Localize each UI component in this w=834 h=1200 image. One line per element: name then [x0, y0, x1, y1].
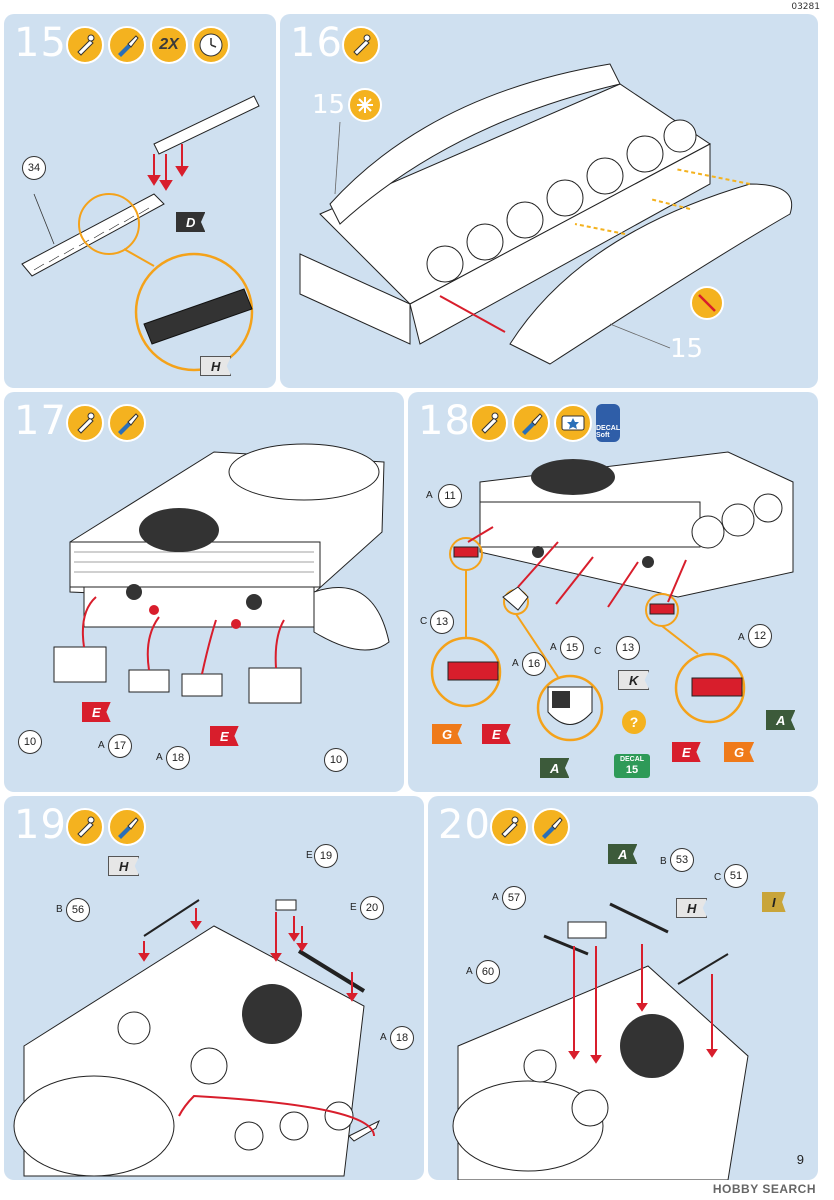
decal-tag-label: DECAL	[619, 756, 645, 763]
step-number: 15	[14, 20, 67, 66]
hull-rear-illustration	[53, 443, 390, 704]
part-callout-57: 57	[502, 886, 526, 910]
decal-tag-number: 15	[625, 764, 639, 776]
part-callout-34: 34	[22, 156, 46, 180]
part-callout-56: 56	[66, 898, 90, 922]
part-callout-18: 18	[166, 746, 190, 770]
part-callout-15: 15	[560, 636, 584, 660]
part-callout-60: 60	[476, 960, 500, 984]
step-number: 19	[14, 802, 67, 848]
watermark: HOBBY SEARCH	[712, 1182, 816, 1196]
no-glue-icon	[690, 286, 724, 320]
sprue-prefix: C	[594, 646, 602, 657]
sprue-prefix: A	[466, 966, 473, 977]
color-flag-g: G	[724, 742, 755, 762]
sprue-prefix: A	[156, 752, 163, 763]
step-16-panel: 16 15 15	[280, 14, 818, 388]
sprue-flag-h: H	[108, 856, 140, 876]
step-number: 20	[438, 802, 491, 848]
part-callout-18: 18	[390, 1026, 414, 1050]
sprue-flag-k: K	[618, 670, 650, 690]
step-15-panel: 15 2X 34 D H	[4, 14, 276, 388]
paint-brush-icon	[512, 404, 550, 442]
part-callout-20: 20	[360, 896, 384, 920]
color-flag-a: A	[766, 710, 796, 730]
part-callout-10: 10	[324, 748, 348, 772]
track-link-illustration	[21, 95, 260, 372]
paint-brush-icon	[532, 808, 570, 846]
color-flag-i: I	[762, 892, 786, 912]
sprue-prefix: A	[98, 740, 105, 751]
sprue-prefix: B	[660, 856, 667, 867]
clock-icon	[192, 26, 230, 64]
part-callout-12: 12	[748, 624, 772, 648]
part-callout-17: 17	[108, 734, 132, 758]
step-18-panel: 18 DECAL Soft A 11 C 13 A 16 A 15 C 13 A…	[408, 392, 818, 792]
sprue-prefix: C	[714, 872, 722, 883]
step-17-panel: 17 10 E A 17 A 18 E 10	[4, 392, 404, 792]
part-callout-13: 13	[430, 610, 454, 634]
step-number: 17	[14, 398, 67, 444]
part-callout-10: 10	[18, 730, 42, 754]
decal-number-tag: DECAL 15	[614, 754, 650, 778]
step-20-panel: 20 A B 53 C 51 I A 57 H A 60	[428, 796, 818, 1180]
sprue-prefix: C	[420, 616, 428, 627]
sprue-prefix: E	[350, 902, 357, 913]
sprue-prefix: B	[56, 904, 63, 915]
sprue-flag-d: D	[176, 212, 206, 232]
sprue-prefix: E	[306, 850, 313, 861]
glue-icon	[66, 808, 104, 846]
step-reference-label: 15	[312, 90, 346, 120]
color-flag-e: E	[210, 726, 239, 746]
paint-brush-icon	[108, 26, 146, 64]
step-number: 16	[290, 20, 343, 66]
hull-rear-lights-illustration	[430, 451, 794, 742]
part-callout-11: 11	[438, 484, 462, 508]
paint-brush-icon	[108, 808, 146, 846]
color-flag-e: E	[482, 724, 511, 744]
hull-top-illustration-20	[452, 902, 749, 1180]
hull-tracks-illustration	[299, 63, 792, 365]
color-flag-a: A	[608, 844, 638, 864]
repeat-2x-icon: 2X	[150, 26, 188, 64]
glue-icon	[66, 404, 104, 442]
sprue-flag-h: H	[676, 898, 708, 918]
part-callout-53: 53	[670, 848, 694, 872]
sprue-prefix: A	[426, 490, 433, 501]
color-flag-g: G	[432, 724, 463, 744]
paint-brush-icon	[108, 404, 146, 442]
hull-top-illustration-19	[13, 899, 380, 1177]
part-callout-51: 51	[724, 864, 748, 888]
sprue-prefix: A	[738, 632, 745, 643]
color-flag-a: A	[540, 758, 570, 778]
step-number: 18	[418, 398, 471, 444]
document-code: 03281	[791, 2, 820, 12]
repeat-count: 2X	[159, 36, 179, 53]
sprue-prefix: A	[512, 658, 519, 669]
gear-detail-icon	[348, 88, 382, 122]
decal-soft-bottle-icon: DECAL Soft	[596, 404, 620, 442]
step-reference-label: 15	[670, 334, 704, 364]
color-flag-e: E	[82, 702, 111, 722]
part-callout-19: 19	[314, 844, 338, 868]
question-icon: ?	[622, 710, 646, 734]
sprue-prefix: A	[492, 892, 499, 903]
part-callout-13: 13	[616, 636, 640, 660]
part-callout-16: 16	[522, 652, 546, 676]
glue-icon	[66, 26, 104, 64]
step-19-panel: 19 H B 56 E 19 E 20 A 18	[4, 796, 424, 1180]
glue-icon	[490, 808, 528, 846]
decal-water-icon	[554, 404, 592, 442]
sprue-prefix: A	[380, 1032, 387, 1043]
glue-icon	[470, 404, 508, 442]
page-number: 9	[796, 1152, 804, 1167]
sprue-prefix: A	[550, 642, 557, 653]
color-flag-e: E	[672, 742, 701, 762]
glue-icon	[342, 26, 380, 64]
